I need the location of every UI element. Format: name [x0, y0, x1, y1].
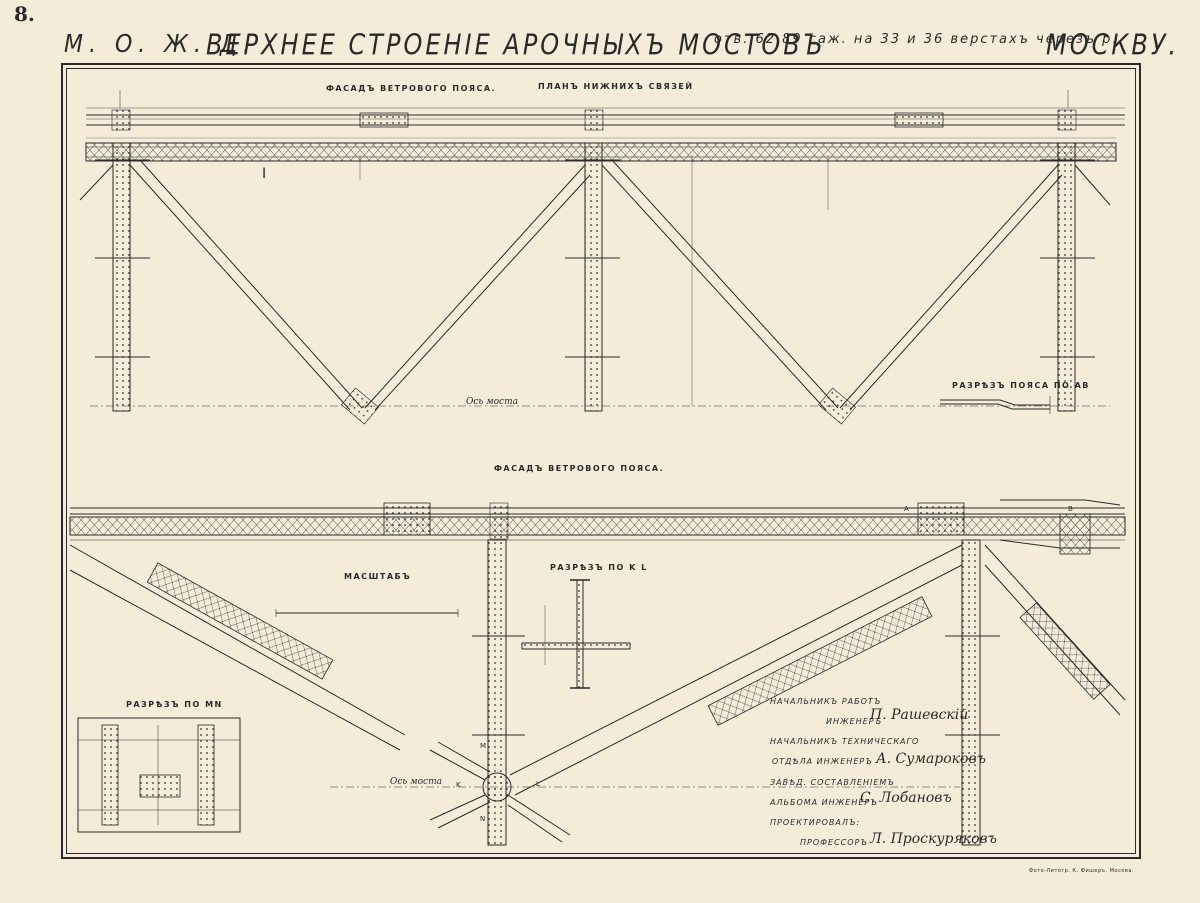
credit-role-3: ЗАВѢД. СОСТАВЛЕНІЕМЪ — [770, 778, 895, 787]
credit-role-4: ПРОЕКТИРОВАЛЪ: — [770, 818, 861, 827]
sheet-frame-inner — [66, 68, 1136, 854]
title-river: МОСКВУ. — [1046, 28, 1180, 62]
credit-role-1: НАЧАЛЬНИКЪ РАБОТЪ — [770, 697, 882, 706]
bottom-axis-label: Ось моста — [390, 777, 443, 787]
credit-name-4: Л. Проскуряковъ — [870, 831, 998, 847]
section-mn-label: РАЗРѢЗЪ ПО MN — [126, 700, 223, 709]
letter-b: B — [1068, 505, 1073, 513]
credit-role2-3: АЛЬБОМА ИНЖЕНЕРЪ — [770, 798, 878, 807]
bottom-plan — [69, 499, 1126, 846]
title-road: М. О. Ж. Д. — [64, 30, 257, 59]
top-plan-label: ПЛАНЪ НИЖНИХЪ СВЯЗЕЙ — [538, 82, 694, 91]
letter-a: A — [904, 505, 909, 513]
title-bar: М. О. Ж. Д. ВЕРХНЕЕ СТРОЕНІЕ АРОЧНЫХЪ МО… — [0, 22, 1200, 62]
credit-role-2: НАЧАЛЬНИКЪ ТЕХНИЧЕСКАГО — [770, 737, 920, 746]
top-facade-label: ФАСАДЪ ВЕТРОВОГО ПОЯСА. — [326, 84, 497, 93]
credit-name-1: П. Рашевскій — [870, 707, 969, 723]
bottom-facade-label: ФАСАДЪ ВЕТРОВОГО ПОЯСА. — [494, 464, 665, 473]
title-sub: отв. 62,89 саж. на 33 и 36 верстахъ чере… — [714, 32, 1119, 47]
credit-role2-2: ОТДѢЛА ИНЖЕНЕРЪ — [772, 757, 873, 766]
section-kl-label: РАЗРѢЗЪ ПО K L — [550, 563, 648, 572]
letter-m: M — [480, 742, 487, 750]
letter-n: N — [480, 815, 486, 823]
top-plan: I — [79, 90, 1125, 425]
top-axis-label: Ось моста — [466, 397, 519, 407]
sheet-number: 8. — [14, 2, 35, 26]
credit-role2-4: ПРОФЕССОРЪ — [800, 838, 869, 847]
section-ab-label: РАЗРѢЗЪ ПОЯСА ПО АВ — [952, 381, 1090, 390]
credit-name-3: С. Лобановъ — [860, 790, 952, 806]
credit-name-2: А. Сумароковъ — [876, 751, 986, 767]
credit-role2-1: ИНЖЕНЕРЪ — [826, 717, 883, 726]
svg-text:I: I — [262, 166, 266, 182]
letter-l: L — [536, 780, 540, 788]
scale-label: МАСШТАБЪ — [344, 572, 412, 581]
letter-k: K — [456, 781, 461, 789]
printer-credit: Фото-Литогр. К. Фишеръ, Москва. — [1028, 868, 1134, 874]
sheet-frame-outer — [61, 63, 1141, 859]
title-main: ВЕРХНЕЕ СТРОЕНІЕ АРОЧНЫХЪ МОСТОВЪ — [206, 28, 826, 62]
